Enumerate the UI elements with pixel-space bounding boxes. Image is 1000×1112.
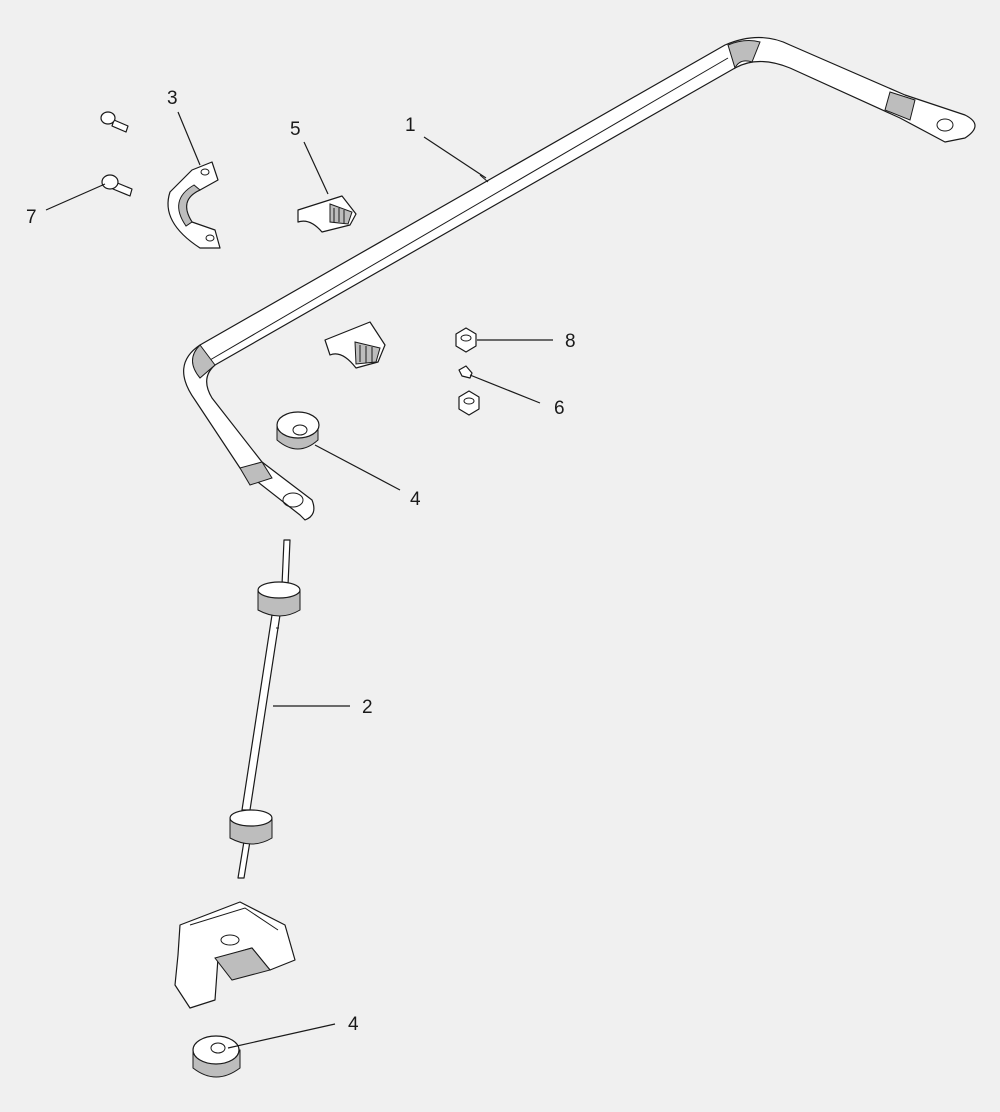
callout-1: 1 bbox=[405, 115, 416, 136]
callout-6: 6 bbox=[554, 398, 565, 419]
bushing-lower bbox=[192, 1035, 241, 1078]
bushing-half-upper bbox=[297, 195, 357, 233]
nut-upper bbox=[455, 327, 477, 353]
leader-6 bbox=[469, 374, 541, 404]
leader-3 bbox=[177, 111, 201, 166]
leader-1 bbox=[423, 136, 487, 179]
bolt-lower bbox=[101, 174, 133, 197]
leader-4-upper bbox=[314, 444, 401, 491]
callout-3: 3 bbox=[167, 88, 178, 109]
callout-8: 8 bbox=[565, 331, 576, 352]
clamp-bracket bbox=[167, 161, 221, 249]
callout-4-lower: 4 bbox=[348, 1014, 359, 1035]
callout-7: 7 bbox=[26, 207, 37, 228]
callout-5: 5 bbox=[290, 119, 301, 140]
bushing-upper bbox=[276, 411, 320, 450]
leader-5 bbox=[303, 141, 329, 195]
callout-4-upper: 4 bbox=[410, 489, 421, 510]
leader-7 bbox=[45, 183, 106, 211]
stabilizer-link bbox=[229, 539, 301, 879]
stabilizer-bar bbox=[183, 36, 976, 521]
nut-lower bbox=[458, 390, 480, 416]
callout-labels: 1 2 3 4 4 5 6 7 8 bbox=[26, 88, 576, 1035]
bushing-half-lower bbox=[324, 321, 386, 369]
mounting-bracket bbox=[174, 901, 296, 1009]
grease-fitting bbox=[458, 365, 473, 379]
bolt-upper bbox=[100, 111, 129, 133]
callout-2: 2 bbox=[362, 697, 373, 718]
leader-lines bbox=[45, 111, 553, 1049]
leader-4-lower bbox=[227, 1023, 336, 1049]
